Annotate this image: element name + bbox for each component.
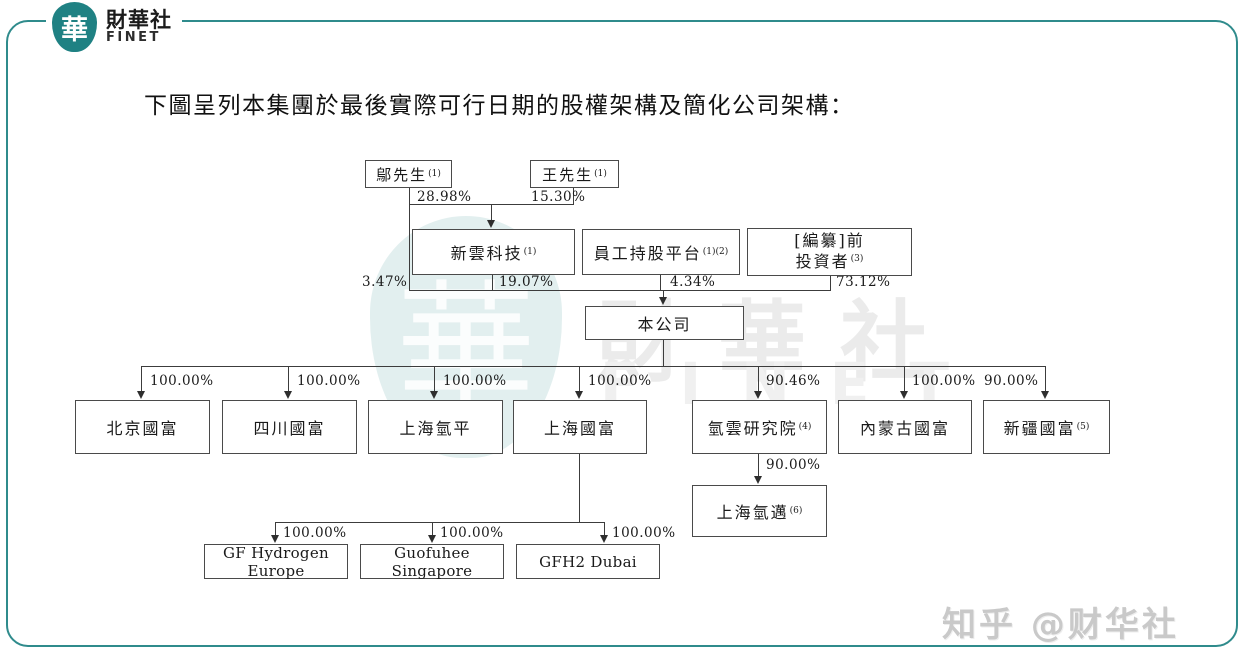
connector-line (409, 290, 831, 291)
brand-logo-text: 財華社 FINET (106, 9, 172, 45)
connector-line (492, 272, 493, 291)
connector-line (830, 272, 831, 291)
node-gf-hydrogen-europe: GF Hydrogen Europe (204, 544, 348, 580)
node-gfh2-dubai: GFH2 Dubai (516, 544, 660, 579)
arrow-down-icon (600, 535, 608, 543)
connector-line (275, 522, 605, 523)
node-shanghai-qingping: 上海氫平 (368, 400, 503, 454)
connector-line (141, 366, 1045, 367)
brand-name-zh: 財華社 (106, 8, 172, 33)
pct-wu-company: 3.47% (362, 274, 408, 290)
brand-logo: 華 財華社 FINET (46, 0, 182, 54)
node-beijing-guofu: 北京國富 (75, 400, 210, 454)
pct-xinyun-company: 19.07% (499, 274, 554, 290)
pct-shanghai-qingping: 100.00% (443, 373, 507, 389)
connector-line (663, 290, 664, 298)
pct-wu-xinyun: 28.98% (417, 189, 472, 205)
node-neimenggu-guofu: 內蒙古國富 (838, 400, 972, 454)
brand-logo-icon: 華 (52, 2, 97, 52)
pct-neimenggu: 100.00% (912, 373, 976, 389)
connector-line (660, 272, 661, 291)
zhihu-credit-watermark: 知乎 @财华社 (942, 605, 1179, 645)
node-mr-wang: 王先生(1) (530, 160, 619, 188)
pct-guofuhee-singapore: 100.00% (440, 525, 504, 541)
connector-line (579, 366, 580, 391)
connector-line (432, 522, 433, 535)
arrow-down-icon (430, 391, 438, 399)
connector-line (758, 452, 759, 476)
connector-line (573, 186, 574, 205)
connector-line (275, 522, 276, 535)
node-shanghai-guofu: 上海國富 (513, 400, 647, 454)
pct-gfh2-dubai: 100.00% (612, 525, 676, 541)
arrow-down-icon (659, 297, 667, 305)
node-xinjiang-guofu: 新疆國富(5) (983, 400, 1110, 454)
pct-wang-xinyun: 15.30% (531, 189, 586, 205)
pct-qingyun-institute: 90.46% (766, 373, 821, 389)
connector-line (491, 204, 492, 221)
page-title: 下圖呈列本集團於最後實際可行日期的股權架構及簡化公司架構： (144, 93, 855, 119)
brand-logo-char: 華 (61, 14, 88, 46)
node-employee-platform: 員工持股平台(1)(2) (582, 229, 740, 275)
node-qingyun-institute: 氫雲研究院(4) (692, 400, 827, 454)
pct-shanghai-qingmai: 90.00% (766, 457, 821, 473)
node-pre-investors: [編纂]前 投資者(3) (747, 228, 912, 276)
connector-line (663, 338, 664, 367)
node-shanghai-qingmai: 上海氫邁(6) (692, 485, 827, 537)
node-xinyun-tech: 新雲科技(1) (412, 229, 575, 275)
arrow-down-icon (428, 535, 436, 543)
pct-preipo-company: 73.12% (836, 274, 891, 290)
node-the-company: 本公司 (585, 306, 744, 340)
arrow-down-icon (137, 391, 145, 399)
arrow-down-icon (754, 476, 762, 484)
pct-esop-company: 4.34% (670, 274, 716, 290)
connector-line (758, 366, 759, 391)
pct-xinjiang: 90.00% (984, 373, 1039, 389)
connector-line (288, 366, 289, 391)
page-frame-border (6, 20, 1238, 647)
arrow-down-icon (284, 391, 292, 399)
pct-shanghai-guofu: 100.00% (588, 373, 652, 389)
arrow-down-icon (754, 391, 762, 399)
arrow-down-icon (487, 220, 495, 228)
connector-line (604, 522, 605, 535)
brand-name-en: FINET (106, 30, 161, 46)
node-sichuan-guofu: 四川國富 (222, 400, 357, 454)
connector-line (904, 366, 905, 391)
connector-line (409, 186, 410, 291)
connector-line (434, 366, 435, 391)
arrow-down-icon (575, 391, 583, 399)
arrow-down-icon (900, 391, 908, 399)
connector-line (1045, 366, 1046, 391)
node-guofuhee-singapore: Guofuhee Singapore (360, 544, 504, 580)
node-mr-wu: 鄔先生(1) (365, 160, 452, 188)
arrow-down-icon (1041, 391, 1049, 399)
pct-beijing: 100.00% (150, 373, 214, 389)
arrow-down-icon (271, 535, 279, 543)
connector-line (579, 452, 580, 523)
pct-sichuan: 100.00% (297, 373, 361, 389)
connector-line (141, 366, 142, 391)
pct-gf-hydrogen-europe: 100.00% (283, 525, 347, 541)
